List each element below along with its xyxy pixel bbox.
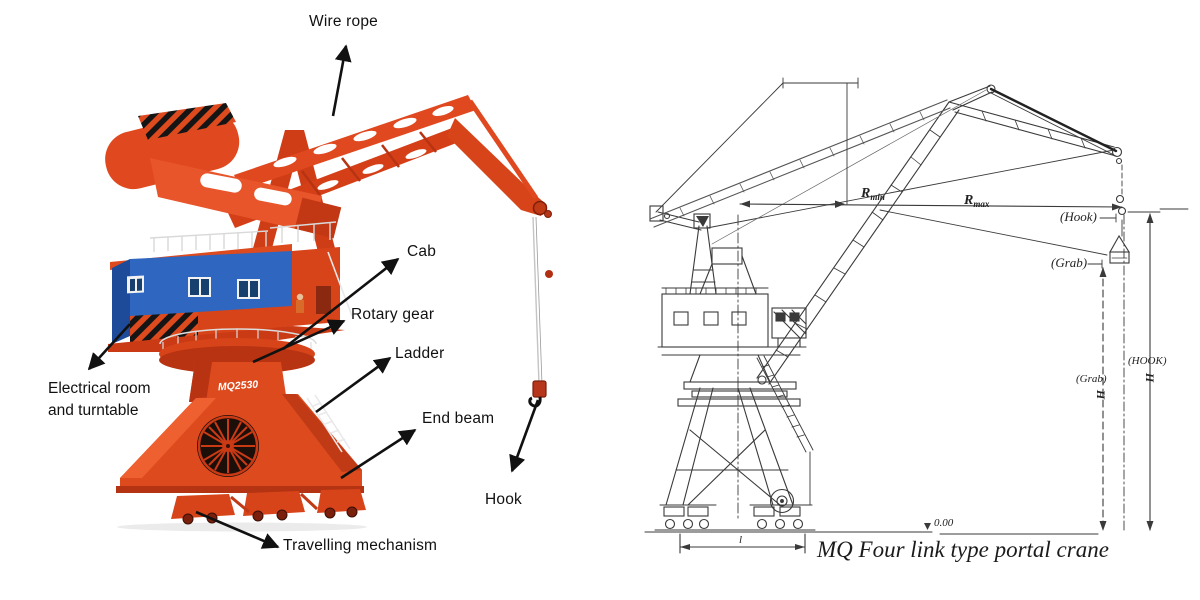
drawing-jib-min — [649, 99, 951, 228]
label-grab-height: (Grab) — [1076, 373, 1107, 385]
arrow-rotary-gear — [252, 319, 346, 364]
label-grab-height-symbol: H — [1094, 389, 1109, 400]
r-max-symbol: R — [964, 193, 974, 208]
label-electrical-room: Electrical room and turntable — [48, 378, 151, 422]
label-hook-height-symbol: H — [1143, 372, 1158, 383]
counterweight — [105, 103, 342, 239]
portal-crane-illustration: MQ2530 — [87, 44, 553, 549]
arrow-hook — [509, 399, 540, 473]
drawing-hook-grab — [1087, 164, 1130, 533]
figure-caption: MQ Four link type portal crane — [817, 537, 1109, 562]
jib-tip — [447, 99, 552, 218]
label-r-max: Rmax — [964, 191, 989, 209]
electrical-room — [110, 244, 292, 344]
r-min-sub: min — [870, 192, 885, 202]
elevation-mark — [924, 523, 931, 530]
label-wire-rope: Wire rope — [309, 13, 378, 30]
drawing-ladder — [756, 355, 814, 506]
arrow-wire-rope — [331, 44, 352, 117]
annotation-arrows — [87, 44, 540, 549]
label-hook-height: (HOOK) — [1128, 355, 1167, 367]
label-ladder: Ladder — [395, 345, 445, 362]
arrow-end-beam — [340, 428, 417, 480]
drawing-boom-max — [756, 101, 960, 385]
label-grab-pointer: (Grab) — [1051, 255, 1088, 270]
label-track-gauge: l — [739, 534, 743, 546]
label-travelling-mechanism: Travelling mechanism — [283, 537, 438, 554]
drawing-min-construction — [655, 77, 859, 213]
drawing-jib-head — [706, 84, 1123, 245]
worker-figure — [296, 293, 304, 301]
travelling-bogies — [117, 489, 367, 532]
hook-block — [532, 380, 547, 398]
arrow-travelling — [195, 510, 280, 549]
label-end-beam: End beam — [422, 410, 495, 427]
label-elevation: 0.00 — [934, 517, 954, 529]
portal-base — [116, 394, 364, 493]
label-hook-pointer: (Hook) — [1060, 209, 1097, 224]
gauge-dimension — [679, 533, 806, 554]
r-min-symbol: R — [861, 186, 871, 201]
drawing-portal-legs — [665, 387, 794, 506]
arrow-electrical-room — [87, 323, 131, 371]
cab-door — [316, 286, 331, 314]
cable-drum-wheel — [197, 415, 259, 477]
r-max-sub: max — [973, 199, 990, 209]
label-electrical-room-line1: Electrical room — [48, 380, 151, 397]
label-cab: Cab — [407, 243, 437, 260]
arrow-ladder — [315, 356, 392, 414]
drawing-turntable — [677, 381, 801, 407]
drawing-tower — [689, 213, 757, 295]
deck-railing — [149, 221, 337, 252]
drawing-drum-wheel — [769, 488, 795, 514]
height-dimensions — [1099, 208, 1189, 531]
base-stairs — [306, 394, 351, 453]
hook-shape — [528, 396, 542, 408]
label-r-min: Rmin — [861, 184, 885, 202]
drawing-machinery-house — [657, 287, 807, 383]
crane-model-text: MQ2530 — [218, 379, 259, 394]
label-electrical-room-line2: and turntable — [48, 402, 139, 419]
label-hook: Hook — [485, 491, 522, 508]
drawing-cab — [771, 307, 807, 348]
rope-weight — [545, 270, 553, 278]
radius-dimension — [739, 200, 1123, 256]
wire-rope-and-hook — [528, 216, 553, 408]
arrow-cab — [282, 257, 400, 351]
label-rotary-gear: Rotary gear — [351, 306, 435, 323]
